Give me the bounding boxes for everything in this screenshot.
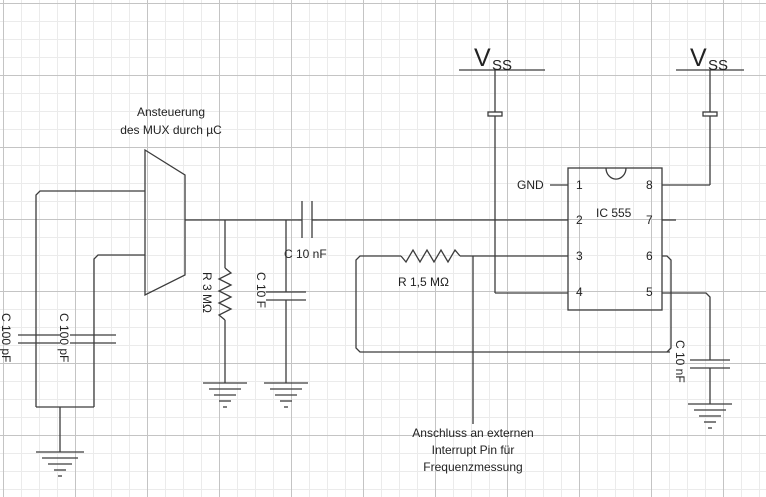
c-100pf-outer-label: C 100 pF xyxy=(0,313,13,362)
resistor-3m: R 3 MΩ xyxy=(200,267,233,321)
gnd-label: GND xyxy=(517,178,544,192)
pin-1: 1 xyxy=(576,178,583,192)
pin-8: 8 xyxy=(646,178,653,192)
ground-symbol-right xyxy=(688,403,732,429)
ground-symbol-c10f xyxy=(264,382,308,408)
vss-right-sub: SS xyxy=(708,57,728,74)
c-10f-label: C 10 F xyxy=(254,272,268,308)
resistor-1-5m: R 1,5 MΩ xyxy=(398,248,461,289)
interrupt-label-line2: Interrupt Pin für xyxy=(432,443,515,457)
vss-left-sub: SS xyxy=(492,57,512,74)
capacitor-100pf-outer: C 100 pF xyxy=(0,313,60,362)
ic-555: IC 555 1 2 3 4 8 7 6 5 xyxy=(567,167,663,311)
pin-6: 6 xyxy=(646,249,653,263)
multiplexer: Ansteuerung des MUX durch µC xyxy=(120,105,222,297)
interrupt-label-line3: Frequenzmessung xyxy=(423,460,522,474)
c-10nf-top-label: C 10 nF xyxy=(284,247,327,261)
vss-right: V SS xyxy=(676,44,744,185)
capacitor-10f: C 10 F xyxy=(254,272,306,308)
mux-label-line2: des MUX durch µC xyxy=(120,123,222,137)
c-100pf-inner-label: C 100 pF xyxy=(57,313,71,362)
vss-left-label: V xyxy=(474,44,491,72)
pin-2: 2 xyxy=(576,213,583,227)
capacitor-100pf-inner: C 100 pF xyxy=(57,313,116,362)
capacitor-10nf-top: C 10 nF xyxy=(284,201,327,261)
pin-4: 4 xyxy=(576,285,583,299)
capacitor-10nf-right: C 10 nF xyxy=(673,340,730,383)
vss-right-label: V xyxy=(690,44,707,72)
mux-label-line1: Ansteuerung xyxy=(137,105,205,119)
r-1-5m-label: R 1,5 MΩ xyxy=(398,275,449,289)
ground-symbol-r3m xyxy=(203,382,247,408)
ic-name: IC 555 xyxy=(596,206,632,220)
interrupt-label-line1: Anschluss an externen xyxy=(412,426,533,440)
pin-3: 3 xyxy=(576,249,583,263)
vss-left: V SS xyxy=(459,44,545,293)
pin-5: 5 xyxy=(646,285,653,299)
pin-7: 7 xyxy=(646,213,653,227)
ground-symbol-left xyxy=(36,451,84,477)
c-10nf-right-label: C 10 nF xyxy=(673,340,687,383)
r-3m-label: R 3 MΩ xyxy=(200,272,214,313)
